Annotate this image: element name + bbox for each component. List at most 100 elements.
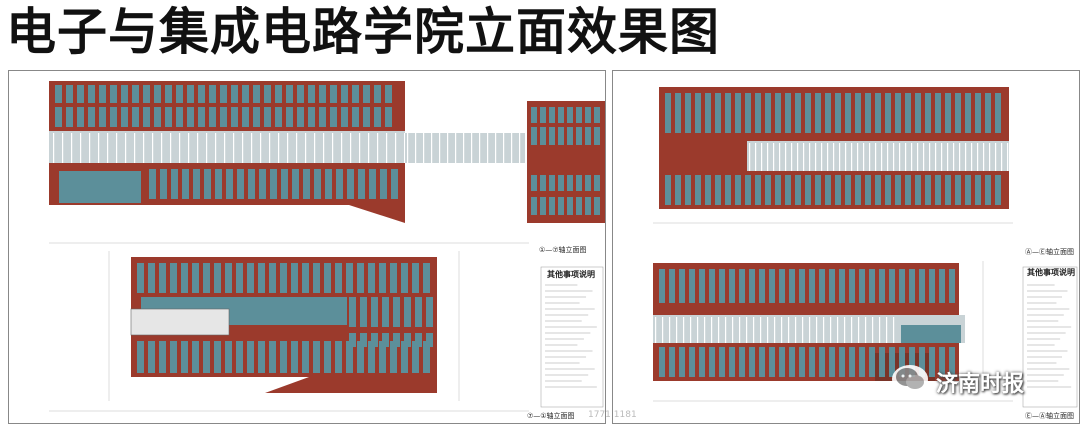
rib — [314, 133, 316, 163]
rib — [251, 133, 253, 163]
window — [585, 107, 591, 123]
window — [182, 169, 189, 199]
window — [929, 269, 935, 303]
window — [725, 93, 731, 133]
rib — [774, 317, 776, 343]
window — [885, 175, 891, 205]
window — [368, 263, 375, 293]
window — [176, 107, 183, 127]
window — [237, 169, 244, 199]
window — [66, 107, 73, 127]
window — [132, 107, 139, 127]
window — [749, 347, 755, 377]
window — [815, 175, 821, 205]
rib — [857, 143, 859, 171]
window — [143, 85, 150, 103]
rib — [755, 143, 757, 171]
window — [187, 85, 194, 103]
window — [905, 175, 911, 205]
window — [363, 85, 370, 103]
window — [154, 107, 161, 127]
rib — [1007, 143, 1009, 171]
watermark-text: 济南时报 — [936, 372, 1025, 397]
window — [679, 269, 685, 303]
window — [576, 107, 582, 123]
rib — [471, 133, 473, 163]
window — [137, 263, 144, 293]
window — [352, 85, 359, 103]
window — [879, 269, 885, 303]
rib — [875, 143, 877, 171]
window — [171, 169, 178, 199]
window — [558, 197, 564, 215]
rib — [977, 143, 979, 171]
window — [181, 341, 188, 373]
window — [975, 93, 981, 133]
window — [302, 263, 309, 293]
rib — [395, 133, 397, 163]
rib — [746, 317, 748, 343]
window — [313, 263, 320, 293]
rib — [404, 133, 406, 163]
rib — [917, 143, 919, 171]
window — [165, 85, 172, 103]
window — [749, 269, 755, 303]
window — [385, 85, 392, 103]
rib — [134, 133, 136, 163]
window — [719, 347, 725, 377]
window — [291, 341, 298, 373]
rib — [851, 143, 853, 171]
window — [540, 107, 546, 123]
window — [341, 107, 348, 127]
window — [193, 169, 200, 199]
rib — [487, 133, 489, 163]
window — [275, 107, 282, 127]
rib — [359, 133, 361, 163]
rib — [278, 133, 280, 163]
rib — [519, 133, 521, 163]
window — [253, 85, 260, 103]
window — [371, 297, 378, 327]
window — [789, 269, 795, 303]
rib — [676, 317, 678, 343]
rib — [947, 143, 949, 171]
rib — [911, 143, 913, 171]
window — [839, 347, 845, 377]
window — [679, 347, 685, 377]
window — [297, 85, 304, 103]
window — [291, 263, 298, 293]
window — [699, 269, 705, 303]
window — [314, 169, 321, 199]
rib — [725, 317, 727, 343]
window — [675, 175, 681, 205]
window — [795, 175, 801, 205]
window — [275, 85, 282, 103]
window — [929, 347, 935, 377]
window — [225, 341, 232, 373]
left-elevation-sheet: ①—⑦轴立面图 其他事项说明 ⑦—①轴立面图 — [8, 70, 606, 424]
window — [379, 341, 386, 373]
notes-title: 其他事项说明 — [547, 270, 595, 279]
window — [281, 169, 288, 199]
rib — [739, 317, 741, 343]
window — [915, 175, 921, 205]
rib — [71, 133, 73, 163]
window — [785, 93, 791, 133]
window — [795, 93, 801, 133]
rib — [941, 143, 943, 171]
window — [889, 269, 895, 303]
window — [303, 169, 310, 199]
window — [88, 107, 95, 127]
window — [735, 93, 741, 133]
window — [415, 297, 422, 327]
window — [594, 107, 600, 123]
wechat-icon — [892, 365, 928, 393]
upper-facade-glass-band — [49, 131, 405, 163]
window — [198, 85, 205, 103]
window — [110, 107, 117, 127]
notes-block — [540, 266, 604, 408]
window — [759, 347, 765, 377]
window — [745, 175, 751, 205]
rib — [893, 317, 895, 343]
window — [859, 269, 865, 303]
